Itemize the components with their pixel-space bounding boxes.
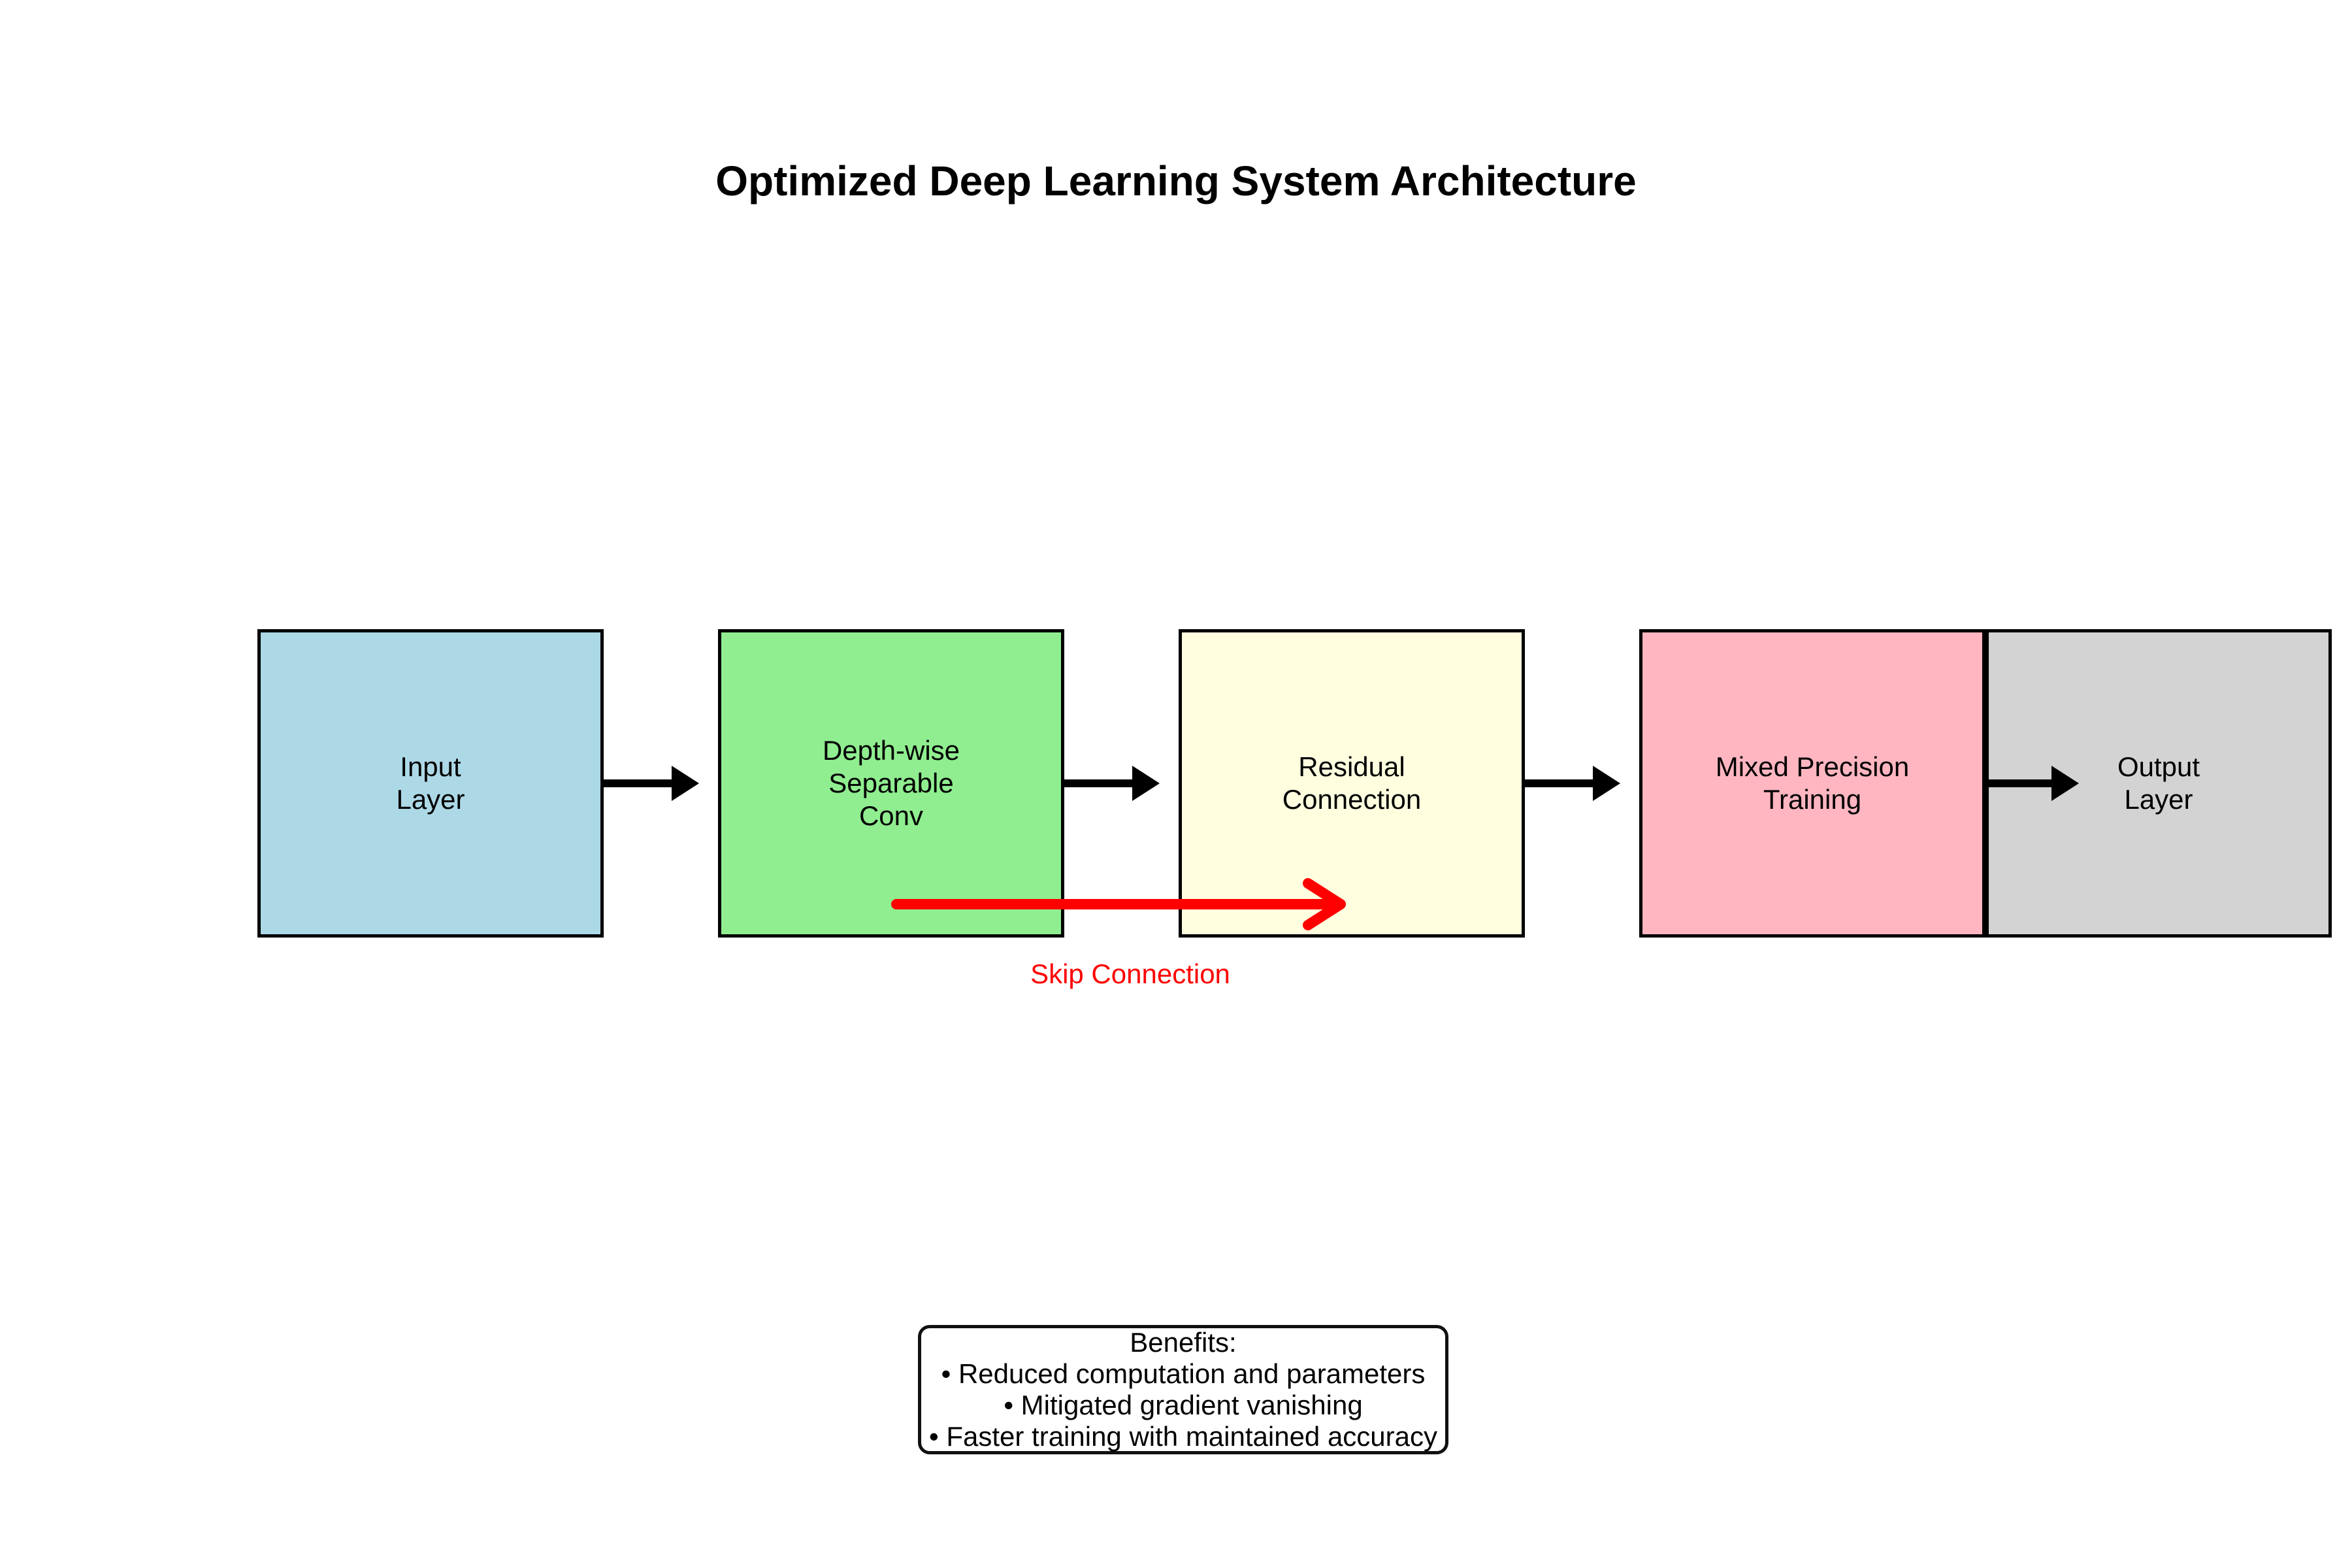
node-input-layer: Input Layer — [257, 629, 604, 938]
node-label: Mixed Precision Training — [1715, 751, 1910, 815]
arrow-head-icon — [1132, 766, 1160, 801]
node-label: Depth-wise Separable Conv — [822, 735, 960, 831]
node-label: Residual Connection — [1282, 751, 1422, 815]
arrow-head-icon — [672, 766, 699, 801]
node-label: Output Layer — [2117, 751, 2200, 815]
node-depthwise-separable-conv: Depth-wise Separable Conv — [718, 629, 1064, 938]
arrow-head-icon — [1593, 766, 1620, 801]
benefits-line: • Mitigated gradient vanishing — [1004, 1390, 1363, 1420]
benefits-line: • Reduced computation and parameters — [941, 1358, 1426, 1389]
node-output-layer: Output Layer — [1985, 629, 2332, 938]
skip-connection-label: Skip Connection — [1030, 958, 1230, 989]
flow-arrow-2 — [1064, 766, 1160, 801]
page-title: Optimized Deep Learning System Architect… — [715, 157, 1637, 204]
node-label: Input Layer — [396, 751, 465, 815]
flow-arrow-1 — [604, 766, 699, 801]
node-mixed-precision-training: Mixed Precision Training — [1639, 629, 1985, 938]
benefits-line: • Faster training with maintained accura… — [928, 1421, 1438, 1452]
flow-arrow-3 — [1525, 766, 1620, 801]
benefits-box: Benefits: • Reduced computation and para… — [918, 1325, 1448, 1454]
node-residual-connection: Residual Connection — [1179, 629, 1525, 938]
benefits-heading: Benefits: — [1130, 1327, 1237, 1358]
